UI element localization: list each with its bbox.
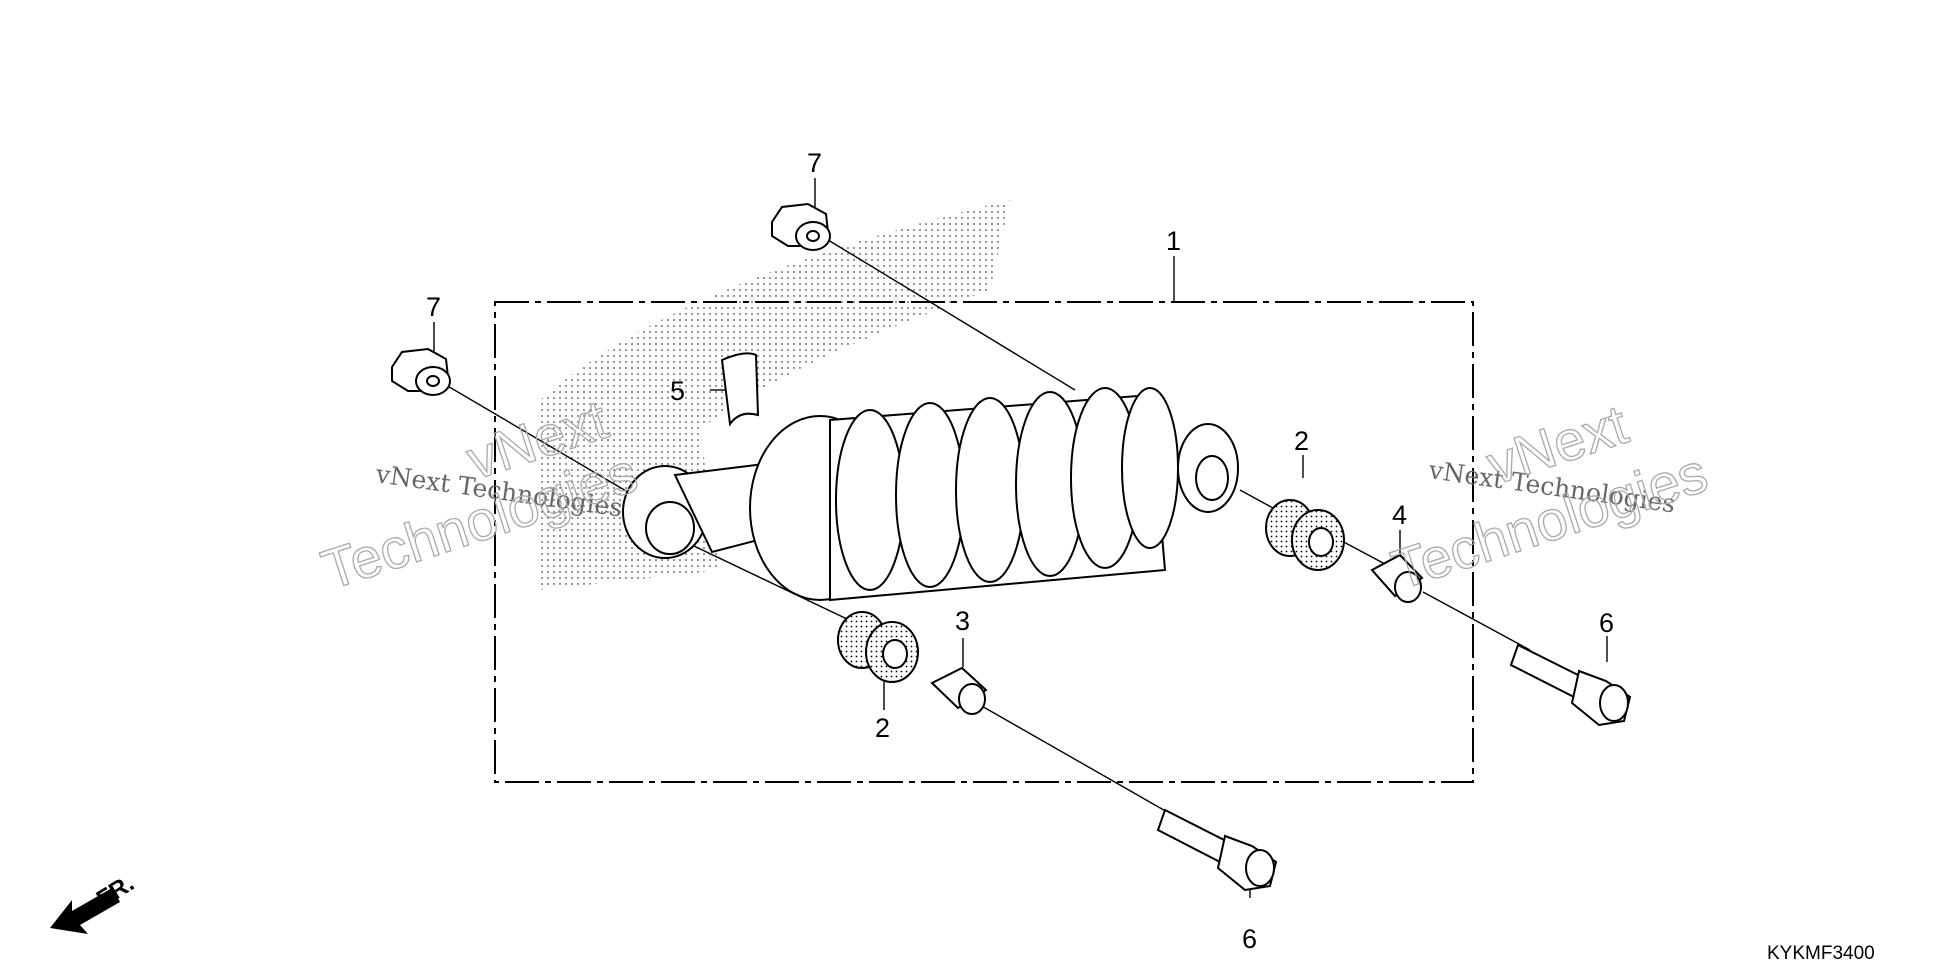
label-sticker[interactable] (720, 352, 760, 427)
rubber-bushing-lower[interactable] (837, 611, 919, 683)
shock-absorber-assembly[interactable] (622, 387, 1239, 602)
flange-bolt-lower[interactable] (1156, 808, 1278, 892)
collar-lower[interactable] (930, 666, 988, 715)
flange-nut-upper[interactable] (771, 202, 831, 251)
watermark-right: vNext Technologies vNext Technologies (1384, 391, 1716, 602)
front-arrow-icon (50, 888, 120, 934)
callout-2-upper: 2 (1294, 426, 1309, 456)
callout-6-upper: 6 (1599, 608, 1614, 638)
flange-bolt-upper[interactable] (1509, 643, 1632, 727)
callout-4: 4 (1392, 500, 1407, 530)
assembly-boundary-box (494, 301, 1474, 783)
callout-3: 3 (955, 606, 970, 636)
callout-1: 1 (1166, 226, 1181, 256)
flange-nut-left[interactable] (391, 347, 451, 396)
callout-7-left: 7 (426, 292, 441, 322)
leader-lines (433, 178, 1608, 898)
callout-6-lower: 6 (1242, 924, 1257, 954)
diagram-code: KYKMF3400 (1767, 943, 1875, 964)
callout-7-upper: 7 (807, 148, 822, 178)
front-direction-indicator: FR. (50, 870, 139, 934)
callout-2-lower: 2 (875, 713, 890, 743)
coil-spring (835, 387, 1179, 591)
callout-5: 5 (670, 376, 685, 406)
collar-upper[interactable] (1370, 553, 1424, 603)
rubber-bushing-upper[interactable] (1265, 499, 1345, 571)
